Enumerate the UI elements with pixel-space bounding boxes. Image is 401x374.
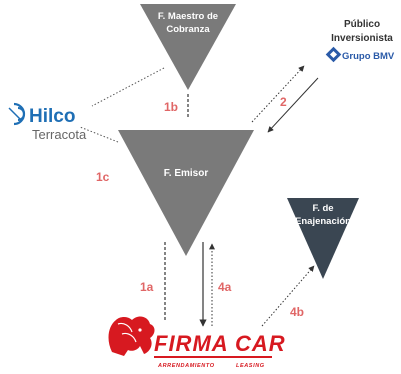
firma-car-lion-icon: [108, 316, 155, 356]
firma-car-tag-right: LEASING: [236, 363, 265, 369]
emisor-label: F. Emisor: [164, 168, 209, 179]
hilco-sub: Terracota: [32, 127, 87, 142]
edge-2-arrow-up: [251, 65, 305, 123]
enajenacion-label-line2: Enajenación: [295, 216, 351, 227]
bmv-logo-icon: [325, 46, 342, 63]
edge-4b-label: 4b: [290, 305, 304, 319]
edge-2-label: 2: [280, 95, 287, 109]
edge-1c-label: 1c: [96, 170, 110, 184]
edge-maestro-hilco-line: [91, 67, 165, 107]
publico-node: Público Inversionista Grupo BMV: [325, 19, 395, 63]
edge-1a-label: 1a: [140, 280, 154, 294]
publico-label-line1: Público: [344, 19, 380, 30]
firma-car-node: FIRMA CAR ARRENDAMIENTO LEASING: [108, 316, 286, 369]
edge-1b-label: 1b: [164, 100, 178, 114]
emisor-triangle: [118, 130, 254, 256]
enajenacion-triangle: [287, 198, 359, 279]
hilco-logo-icon: [8, 102, 26, 126]
maestro-triangle: [140, 4, 236, 90]
maestro-label-line2: Cobranza: [166, 24, 210, 35]
bmv-logo-text: Grupo BMV: [342, 51, 395, 62]
publico-label-line2: Inversionista: [331, 33, 393, 44]
enajenacion-label-line1: F. de: [312, 203, 333, 214]
edge-4b-line: [261, 265, 315, 327]
hilco-brand: Hilco: [29, 106, 75, 127]
maestro-label-line1: F. Maestro de: [158, 11, 218, 22]
firma-car-brand: FIRMA CAR: [154, 331, 286, 356]
firma-car-tag-left: ARRENDAMIENTO: [157, 363, 215, 369]
edge-2-arrow-down: [267, 77, 319, 133]
hilco-node: Hilco Terracota: [8, 102, 87, 142]
edge-4a-label: 4a: [218, 280, 232, 294]
